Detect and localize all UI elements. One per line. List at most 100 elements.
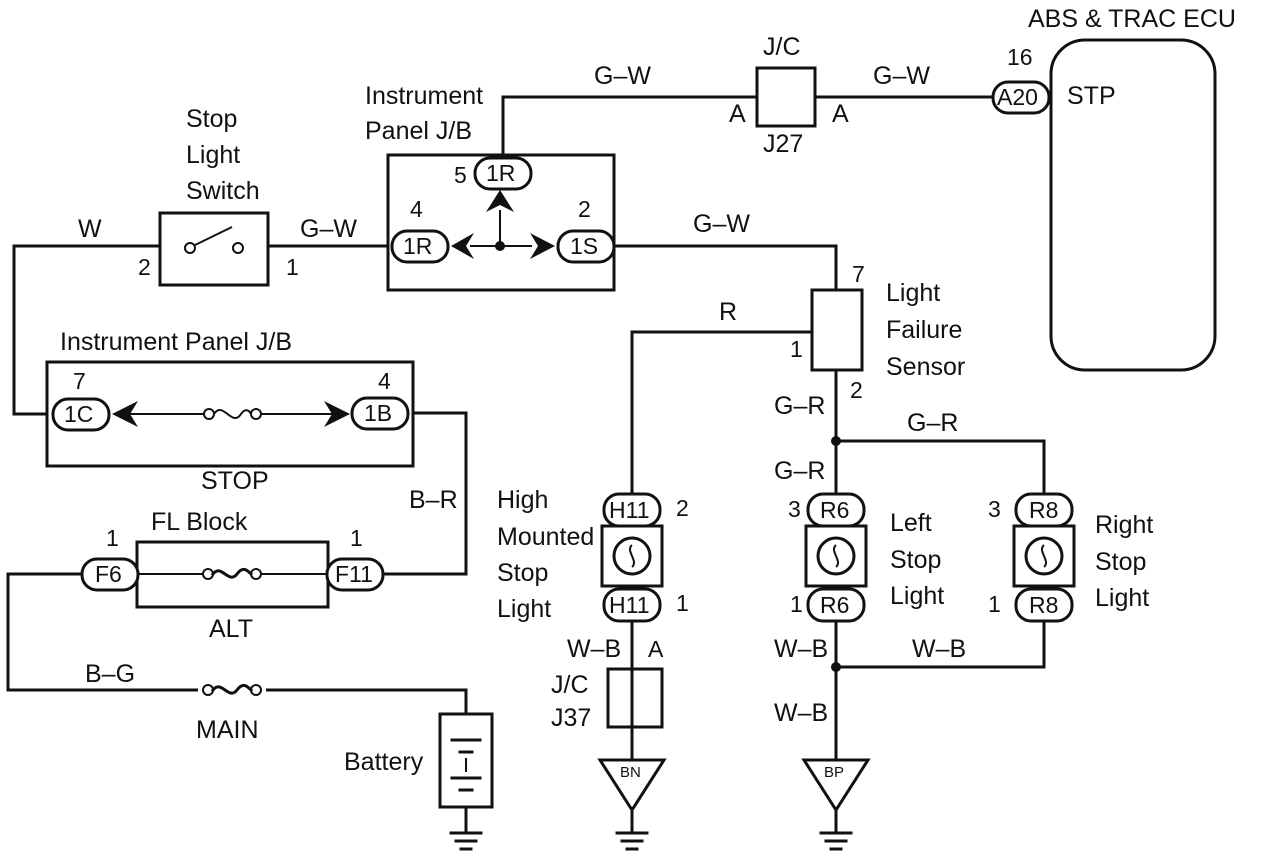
hmsl-pin-top: 2 xyxy=(676,495,689,521)
junction-connector-j37: J/C J37 A xyxy=(551,636,664,732)
ip-jb-top-conn-left-label: 1R xyxy=(403,233,432,259)
right-stop-label-3: Light xyxy=(1095,584,1149,612)
left-stop-label-2: Stop xyxy=(890,546,941,574)
ground-bp: BP xyxy=(801,758,871,851)
jc-top-id: J27 xyxy=(763,130,803,158)
left-stop-bulb xyxy=(816,536,856,576)
hmsl-conn-bottom-label: H11 xyxy=(609,592,650,618)
main-fuse: MAIN xyxy=(196,680,266,744)
lfs-label-2: Failure xyxy=(886,316,962,344)
wiring xyxy=(6,95,1057,762)
fl-block-fuse-element xyxy=(210,567,254,579)
abs-ecu-terminal: STP xyxy=(1067,82,1116,110)
ip-jb-mid-fuse-label: STOP xyxy=(201,467,269,495)
splice-wb xyxy=(831,662,841,672)
stop-switch-label-3: Switch xyxy=(186,177,260,205)
ip-jb-mid-arrow-left xyxy=(112,401,138,427)
ground-bn-label: BN xyxy=(620,764,641,781)
hmsl-label-2: Mounted xyxy=(497,523,594,551)
ip-jb-mid-fuse-element xyxy=(213,409,252,419)
ip-jb-mid-conn-left-label: 1C xyxy=(64,401,93,427)
hmsl-filament xyxy=(629,544,635,568)
stop-light-switch: Stop Light Switch 2 1 xyxy=(138,105,299,287)
splice-gr xyxy=(831,436,841,446)
lfs-pin-bottom: 2 xyxy=(850,377,863,403)
ip-jb-top-pin-top: 5 xyxy=(454,162,467,188)
ip-jb-top-conn-top-label: 1R xyxy=(486,160,515,186)
wire-label-r: R xyxy=(719,298,737,326)
wire-label-wb-bottom: W–B xyxy=(774,699,828,727)
ip-jb-mid-title: Instrument Panel J/B xyxy=(60,328,292,356)
right-stop-conn-top-label: R8 xyxy=(1029,497,1058,523)
right-stop-bulb xyxy=(1024,536,1064,576)
wire-label-br: B–R xyxy=(409,486,458,514)
stop-switch-contact-left xyxy=(184,242,196,254)
abs-ecu-connector xyxy=(991,80,1051,115)
ip-jb-mid-arrow-right xyxy=(324,401,350,427)
left-stop-filament xyxy=(833,544,839,568)
lfs-pin-left: 1 xyxy=(790,336,803,362)
right-stop-conn-bottom-label: R8 xyxy=(1029,592,1058,618)
wire-label-gw-top-left: G–W xyxy=(594,62,651,90)
ip-jb-top-pin-right: 2 xyxy=(578,196,591,222)
ip-jb-mid-conn-left xyxy=(51,397,111,432)
ground-bn: BN xyxy=(597,758,667,851)
jc-bottom-label-1: J/C xyxy=(551,671,589,699)
ip-jb-top-conn-right-label: 1S xyxy=(570,233,598,259)
left-stop-conn-bottom xyxy=(806,587,866,623)
lfs-label-1: Light xyxy=(886,279,940,307)
jc-top-title: J/C xyxy=(763,33,801,61)
wire-r-sensor-high xyxy=(630,330,814,496)
left-stop-label-1: Left xyxy=(890,509,932,537)
battery-ground-symbol xyxy=(449,831,483,851)
lfs-label-3: Sensor xyxy=(886,353,965,381)
ip-jb-mid-pin-left: 7 xyxy=(73,368,86,394)
left-stop-pin-top: 3 xyxy=(788,496,801,522)
battery: Battery xyxy=(344,712,494,851)
lfs-body xyxy=(810,288,864,372)
wire-label-gr-left-light: G–R xyxy=(774,457,825,485)
light-failure-sensor: 7 1 2 Light Failure Sensor xyxy=(790,261,965,403)
wire-label-gr-right: G–R xyxy=(907,409,958,437)
jc-top-left-pin: A xyxy=(729,100,746,128)
jc-top-body xyxy=(755,66,817,128)
ip-jb-top-bus-node xyxy=(495,241,505,251)
wire-label-gr-down: G–R xyxy=(774,392,825,420)
abs-ecu-pin: 16 xyxy=(1007,44,1033,70)
wire-bg xyxy=(6,572,468,716)
fl-block-pin-left: 1 xyxy=(106,525,119,551)
abs-trac-ecu: ABS & TRAC ECU 16 A20 STP xyxy=(991,5,1236,372)
abs-ecu-title: ABS & TRAC ECU xyxy=(1028,5,1236,33)
right-stop-filament xyxy=(1041,544,1047,568)
stop-switch-blade xyxy=(194,226,233,246)
wire-label-gw-switch-jb: G–W xyxy=(300,215,357,243)
fl-block: FL Block 1 F6 1 F11 ALT xyxy=(80,508,385,643)
fl-block-pin-right: 1 xyxy=(350,525,363,551)
wire-br xyxy=(378,411,468,576)
right-stop-conn-bottom xyxy=(1014,587,1074,623)
jc-bottom-body xyxy=(606,667,664,729)
left-stop-conn-top-label: R6 xyxy=(820,497,849,523)
wire-label-wb-high: W–B xyxy=(567,635,621,663)
fl-block-title: FL Block xyxy=(151,508,248,536)
left-stop-light: R6 3 R6 1 Left Stop Light xyxy=(788,492,944,623)
lfs-pin-top: 7 xyxy=(852,261,865,287)
left-stop-conn-top xyxy=(806,492,866,528)
right-stop-pin-top: 3 xyxy=(988,496,1001,522)
stop-switch-pin-right: 1 xyxy=(286,254,299,280)
right-stop-light: R8 3 R8 1 Right Stop Light xyxy=(988,492,1153,623)
hmsl-conn-top xyxy=(602,492,662,528)
ip-jb-top-pin-left: 4 xyxy=(410,196,423,222)
junction-connector-j27: J/C J27 A A xyxy=(729,33,849,158)
ip-jb-mid-conn-right xyxy=(350,396,410,431)
left-stop-conn-bottom-label: R6 xyxy=(820,592,849,618)
ip-jb-mid-pin-right: 4 xyxy=(378,368,391,394)
ip-jb-top-title-1: Instrument xyxy=(365,82,483,110)
right-stop-label-2: Stop xyxy=(1095,548,1146,576)
stop-switch-label-1: Stop xyxy=(186,105,237,133)
wire-label-w: W xyxy=(78,215,102,243)
instrument-panel-jb-mid: Instrument Panel J/B 7 1C 4 1B STOP xyxy=(45,328,415,495)
main-fuse-label: MAIN xyxy=(196,716,259,744)
jc-bottom-label-2: J37 xyxy=(551,704,591,732)
right-stop-conn-top xyxy=(1014,492,1074,528)
